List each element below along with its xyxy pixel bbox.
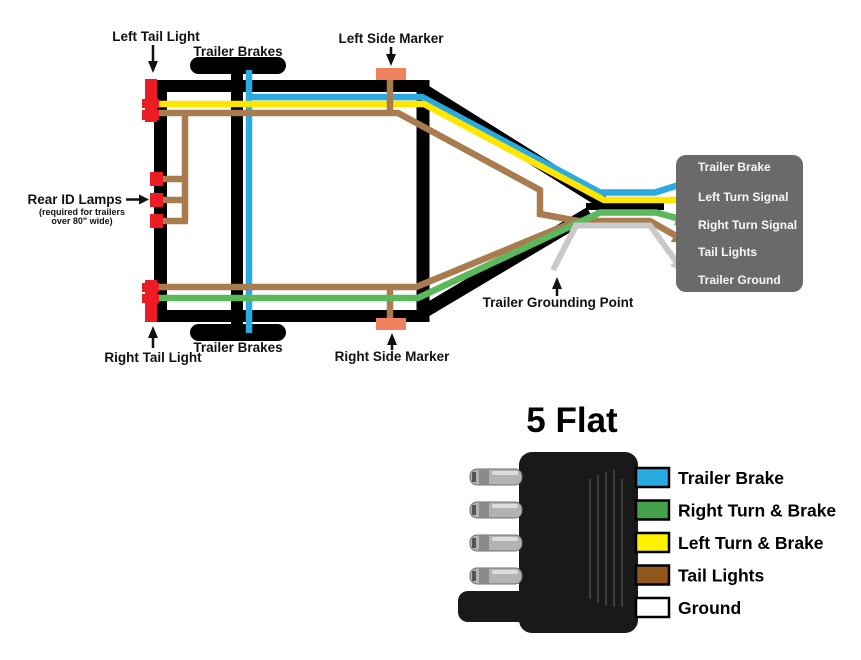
up-arrow-icon [148,326,158,338]
right-tail-light-label: Right Tail Light [104,350,202,365]
legend-swatch-tail-lights [634,564,671,586]
connector-pin [469,501,523,519]
up-arrow-icon [552,277,562,289]
tail-lights [142,79,159,322]
connector-grooves [589,470,623,607]
flat5-legend: Trailer Brake Right Turn & Brake Left Tu… [634,466,836,619]
trailer-brakes-top-label: Trailer Brakes [193,44,282,59]
flat5-title: 5 Flat [526,401,618,440]
trailer-brakes-bottom-label: Trailer Brakes [193,340,282,355]
bottom-wheel [190,324,286,341]
info-trailer-ground: Trailer Ground [698,273,781,287]
right-side-marker-label: Right Side Marker [335,349,451,364]
diagram-callouts: Left Tail Light Trailer Brakes Left Side… [27,29,633,365]
top-wheel [190,57,286,74]
left-side-marker-label: Left Side Marker [338,31,444,46]
yellow-left-turn-wire [154,100,698,208]
green-right-turn-wire [154,209,694,302]
info-box-background [676,155,803,292]
connector-cable-tab [458,591,530,622]
trailer-wheels [190,57,286,341]
legend-swatch-left-turn [634,531,671,554]
legend-label-ground: Ground [678,598,741,618]
info-trailer-brake: Trailer Brake [698,160,771,174]
connector-body [519,452,638,633]
connector-pins [469,468,523,585]
connector-pin [469,468,523,486]
down-arrow-icon [386,54,396,66]
axle-bar [231,66,243,332]
rear-id-lamp [150,214,163,228]
legend-label-left-turn: Left Turn & Brake [678,533,824,553]
rear-id-lamp [150,172,163,186]
rear-id-lamps [150,172,163,228]
info-tail-lights: Tail Lights [698,245,757,259]
rear-id-lamp [150,193,163,207]
legend-swatch-right-turn [634,499,671,521]
trailer-grounding-point-label: Trailer Grounding Point [483,295,634,310]
rear-id-note-line2: over 80" wide) [51,216,112,226]
flat5-connector [458,452,638,633]
up-arrow-icon [387,333,397,345]
right-arrow-icon [139,194,149,205]
rear-id-lamps-label: Rear ID Lamps [27,192,122,207]
legend-swatch-trailer-brake [634,466,671,489]
legend-swatch-ground [634,596,671,619]
rear-id-stubs [160,175,188,225]
down-arrow-icon [148,61,158,73]
left-tail-light-label: Left Tail Light [112,29,200,44]
connector-pin [469,534,523,552]
right-side-marker [376,318,406,330]
legend-label-right-turn: Right Turn & Brake [678,501,836,521]
rear-id-note-line1: (required for trailers [39,207,125,217]
info-right-turn-signal: Right Turn Signal [698,218,797,232]
info-left-turn-signal: Left Turn Signal [698,190,788,204]
left-side-marker [376,68,406,80]
side-markers [376,68,406,330]
legend-label-trailer-brake: Trailer Brake [678,468,784,488]
connector-info-box: Trailer Brake Left Turn Signal Right Tur… [676,155,803,292]
connector-pin [469,567,523,585]
ground-wire [550,222,686,275]
legend-label-tail-lights: Tail Lights [678,566,764,586]
